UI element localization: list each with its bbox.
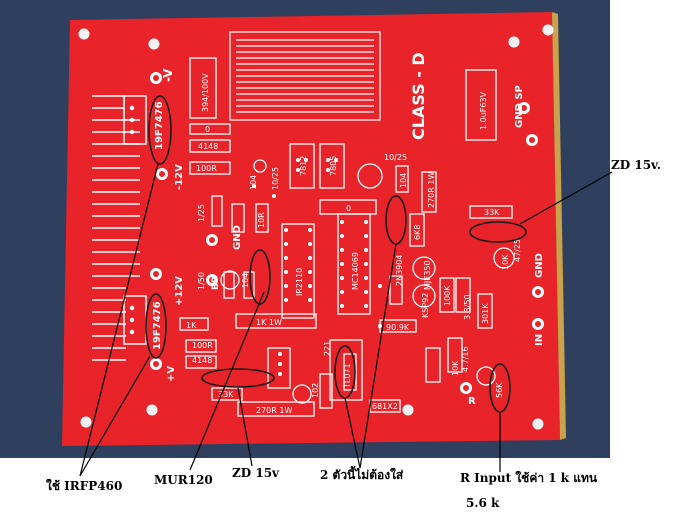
silkscreen-label: 1/50	[197, 272, 206, 290]
annotation-zd-right: ZD 15v.	[611, 158, 661, 172]
pcb-photo: CLASS - D -V -12V +12V +V GND GND SP GND…	[0, 0, 610, 458]
silkscreen-label: MC14069	[351, 252, 360, 290]
silkscreen-label: 4148	[192, 356, 212, 365]
silkscreen-label: -12V	[174, 164, 185, 190]
board-title: CLASS - D	[409, 52, 428, 140]
annotation-not-needed: 2 ตัวนี้ไม่ต้องใส่	[320, 468, 404, 482]
silkscreen-label: TL071	[343, 363, 352, 389]
silkscreen-label: 301K	[481, 303, 490, 324]
silkscreen-label: 100K	[443, 285, 452, 306]
silkscreen-label: 104	[249, 175, 258, 190]
silkscreen-label: MJE350	[423, 260, 432, 290]
silkscreen-label: 270R 1W	[256, 406, 292, 415]
annotation-r-input: R Input ใช้ค่า 1 k แทน	[460, 471, 598, 485]
silkscreen-label: 681X2	[372, 402, 398, 411]
annotation-r-input-value: 5.6 k	[466, 496, 500, 510]
top-heatsink	[229, 31, 381, 121]
silkscreen-label: 1/25	[197, 204, 206, 222]
silkscreen-label: IR2110	[295, 268, 304, 296]
silkscreen-label: 90.9K	[386, 323, 410, 332]
silkscreen-label: 19F7476	[154, 101, 165, 150]
silkscreen-label: 2N3904	[395, 255, 404, 286]
silkscreen-label: 3.3/50	[463, 294, 472, 320]
silkscreen-label: 7805	[329, 156, 338, 176]
silkscreen-label: KSP92	[421, 293, 430, 318]
silkscreen-label: 7812	[299, 156, 308, 176]
silkscreen-label: 221	[323, 341, 332, 356]
silkscreen-label: 10/25	[271, 167, 280, 190]
silkscreen-label: 47/25	[513, 239, 522, 262]
silkscreen-label: 0	[205, 125, 210, 134]
silkscreen-label: 19F7476	[152, 301, 163, 350]
silkscreen-label: -V	[161, 68, 175, 82]
silkscreen-label: 10/25	[384, 153, 407, 162]
silkscreen-label: GND	[534, 253, 545, 278]
silkscreen-label: 33K	[218, 390, 234, 399]
silkscreen-label: 10R	[257, 212, 266, 228]
silkscreen-label: +12V	[174, 276, 185, 306]
silkscreen-label: 0	[346, 204, 351, 213]
silkscreen-label: 100R	[192, 341, 213, 350]
silkscreen-label: 270R 1W	[427, 172, 436, 208]
silkscreen-label: GND	[232, 225, 243, 250]
annotation-irfp: ใช้ IRFP460	[46, 479, 123, 493]
annotation-mur: MUR120	[154, 473, 213, 487]
silkscreen-label: 4.7/16	[461, 346, 470, 372]
silkscreen-label: 4148	[198, 142, 218, 151]
silkscreen-label: 1.0uF63V	[479, 91, 488, 130]
silkscreen-label: 10K	[451, 360, 460, 376]
silkscreen-label: IN	[534, 334, 545, 346]
silkscreen-label: 394/100V	[201, 73, 210, 112]
silkscreen-label: 104	[399, 173, 408, 188]
silkscreen-label: 1K 1W	[256, 318, 282, 327]
silkscreen-label: BP	[211, 276, 221, 290]
silkscreen-label: 6K8	[413, 225, 422, 240]
silkscreen-label: 56K	[495, 382, 504, 398]
silkscreen-label: +V	[166, 366, 177, 382]
silkscreen-label: 102	[311, 383, 320, 398]
silkscreen-label: 104	[241, 273, 250, 288]
silkscreen-label: 33K	[484, 208, 500, 217]
silkscreen-label: 1K	[186, 321, 197, 330]
annotation-zd-bottom: ZD 15v	[232, 466, 280, 480]
silkscreen-label: 100R	[196, 164, 217, 173]
pcb-drawing: CLASS - D -V -12V +12V +V GND GND SP GND…	[62, 12, 566, 446]
silkscreen-label: GND SP	[514, 85, 525, 128]
silkscreen-label: R	[468, 396, 476, 407]
silkscreen-label: 10K	[501, 254, 510, 270]
